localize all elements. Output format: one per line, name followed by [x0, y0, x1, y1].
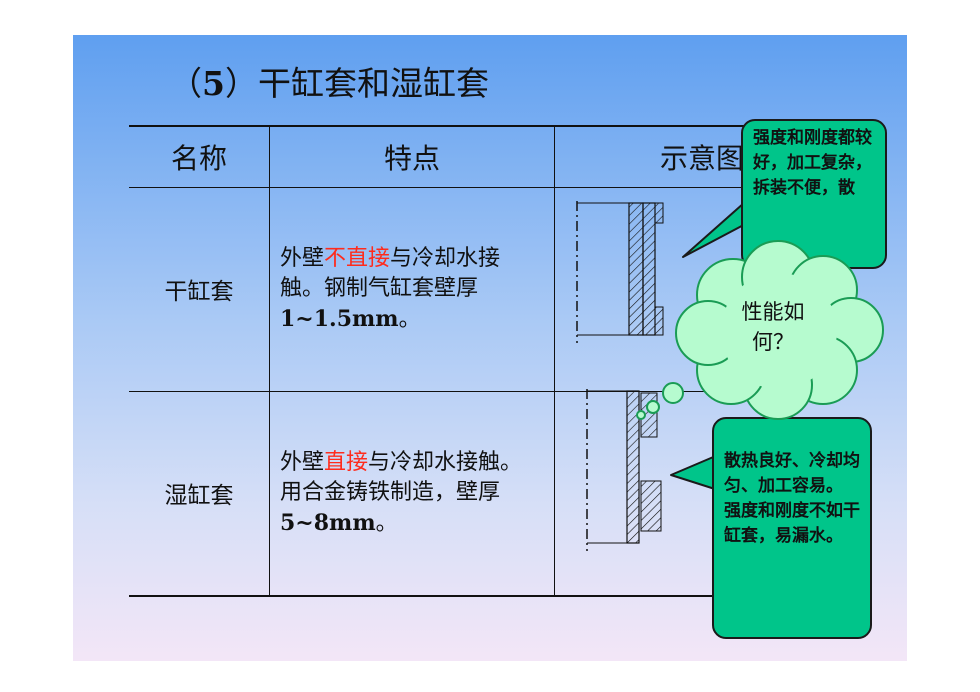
- row-feature-wet: 外壁直接与冷却水接触。用合金铸铁制造，壁厚5~8mm。: [269, 390, 555, 596]
- header-feature: 特点: [269, 126, 555, 188]
- slide-title: （5）干缸套和湿缸套: [169, 64, 489, 103]
- dry-liner-diagram: [576, 201, 664, 343]
- row-name-dry: 干缸套: [129, 187, 270, 392]
- callout-tails: [670, 194, 754, 491]
- highlight-text: 直接: [324, 449, 369, 475]
- highlight-text: 不直接: [324, 245, 391, 271]
- slide: （5）干缸套和湿缸套 名称 特点 示意图 干缸套 外壁不直接与冷却水接触。钢制气…: [73, 35, 907, 661]
- thought-cloud: [636, 240, 884, 420]
- callout-wet-liner: 散热良好、冷却均匀、加工容易。 强度和刚度不如干缸套，易漏水。: [712, 417, 872, 639]
- row-feature-dry: 外壁不直接与冷却水接触。钢制气缸套壁厚1~1.5mm。: [269, 187, 555, 392]
- header-name: 名称: [129, 126, 270, 188]
- cloud-question: 性能如何？: [741, 300, 805, 354]
- wet-liner-diagram: [586, 389, 662, 551]
- table-header-row: 名称 特点 示意图: [129, 126, 849, 188]
